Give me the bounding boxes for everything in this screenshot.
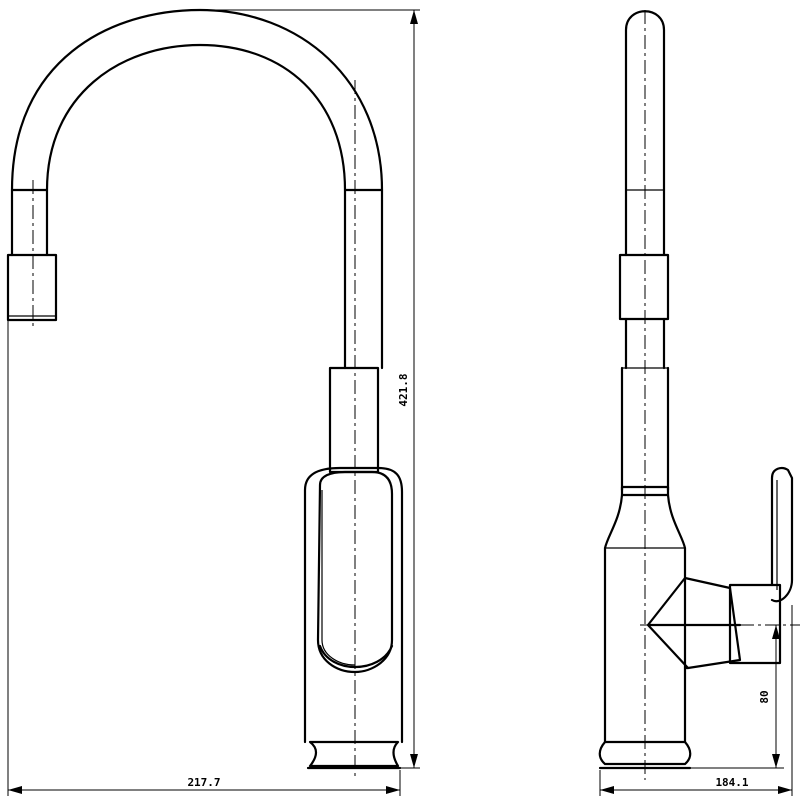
spout-nozzle — [6, 253, 58, 322]
side-tube-lower — [624, 317, 666, 370]
riser-tube-upper — [343, 188, 384, 370]
outlet-height-label: 80 — [758, 690, 771, 703]
height-arrow-top — [410, 10, 418, 24]
base-flange — [308, 740, 400, 768]
spout-arch-outer — [10, 8, 384, 192]
spout-arch-inner — [45, 43, 347, 192]
handle-lever — [316, 470, 394, 674]
side-riser — [620, 366, 670, 492]
side-tube-collar — [618, 253, 670, 321]
depth-arrow-left — [600, 786, 614, 794]
spout-drop-tube — [10, 188, 49, 257]
side-cartridge-housing — [683, 576, 742, 670]
handle-lever-edge — [321, 490, 356, 666]
riser-collar — [328, 366, 380, 474]
width-arrow-left — [8, 786, 22, 794]
depth-dimension-label: 184.1 — [715, 776, 748, 789]
width-arrow-right — [386, 786, 400, 794]
side-lever — [770, 467, 794, 603]
faucet-body — [303, 466, 404, 744]
side-cartridge-cone — [646, 576, 742, 670]
front-view: 421.8 217.7 — [6, 8, 420, 796]
side-cartridge-cap — [728, 583, 782, 665]
side-view: 80 184.1 — [598, 10, 800, 796]
width-dimension-label: 217.7 — [187, 776, 220, 789]
outlet-height-arrow-bottom — [772, 754, 780, 768]
outlet-height-arrow-top — [772, 625, 780, 639]
side-base-flange — [598, 740, 692, 766]
depth-arrow-right — [778, 786, 792, 794]
height-dimension-label: 421.8 — [397, 373, 410, 406]
height-arrow-bottom — [410, 754, 418, 768]
